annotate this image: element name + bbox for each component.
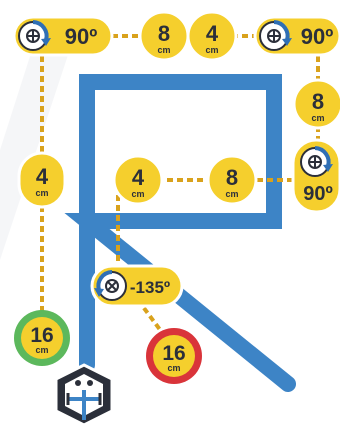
rotate-arrow-head	[41, 38, 51, 46]
turn-angle-label: 90º	[303, 183, 333, 205]
start-distance-value: 16	[30, 324, 53, 347]
distance-badge: 8 cm	[206, 154, 258, 206]
turn-badge: 90º	[291, 138, 340, 214]
rotate-counterclockwise-icon	[96, 270, 113, 291]
start-badge-disc	[21, 317, 63, 359]
distance-badge-disc	[292, 78, 340, 130]
end-distance-unit: cm	[167, 363, 180, 373]
rotate-arrow-head	[323, 164, 333, 172]
turn-badge: 90º	[253, 15, 340, 57]
end-badge-disc	[153, 335, 195, 377]
distance-badge-disc	[206, 154, 258, 206]
distance-value: 4	[36, 164, 49, 189]
distance-badge-pill	[17, 151, 67, 209]
start-distance-unit: cm	[35, 345, 48, 355]
distance-unit: cm	[205, 45, 218, 55]
distance-unit: cm	[35, 188, 48, 198]
distance-badge-disc	[112, 154, 164, 206]
rotate-clockwise-icon	[32, 20, 49, 41]
distance-badge: 4 cm	[112, 154, 164, 206]
rotate-clockwise-icon	[314, 146, 331, 167]
turn-angle-label: -135º	[130, 278, 170, 297]
rotate-arrow-head	[94, 288, 104, 297]
distance-value: 8	[226, 165, 238, 190]
rotate-arrow-head	[282, 38, 292, 46]
distance-unit: cm	[157, 45, 170, 55]
start-distance-badge: 16 cm	[14, 310, 70, 366]
robot-mini-icon	[105, 279, 119, 293]
rotate-clockwise-icon	[273, 20, 290, 41]
turn-angle-label: 90º	[301, 24, 334, 49]
robot-eye	[87, 380, 93, 386]
robot-path	[64, 74, 296, 392]
turn-badge: 90º	[12, 15, 114, 57]
distance-badge: 4 cm	[186, 10, 238, 62]
distance-badge-disc	[186, 10, 238, 62]
distance-value: 8	[312, 89, 324, 114]
distance-unit: cm	[311, 113, 324, 123]
distance-unit: cm	[225, 189, 238, 199]
distance-unit: cm	[131, 189, 144, 199]
distance-badge: 8 cm	[292, 78, 340, 130]
turn-angle-label: 90º	[65, 24, 98, 49]
turn-badge: -135º	[90, 264, 184, 308]
robot-mini-icon-line	[106, 280, 118, 292]
distance-value: 4	[206, 21, 219, 46]
end-distance-value: 16	[162, 342, 185, 365]
distance-value: 8	[158, 21, 170, 46]
distance-badge: 8 cm	[138, 10, 190, 62]
path-letter-r	[64, 74, 296, 392]
distance-value: 4	[132, 165, 145, 190]
end-distance-badge: 16 cm	[146, 328, 202, 384]
background-stripe	[0, 25, 78, 260]
robot-eye	[75, 380, 81, 386]
robot-icon	[54, 363, 114, 425]
distance-badge: 4 cm	[17, 151, 67, 209]
